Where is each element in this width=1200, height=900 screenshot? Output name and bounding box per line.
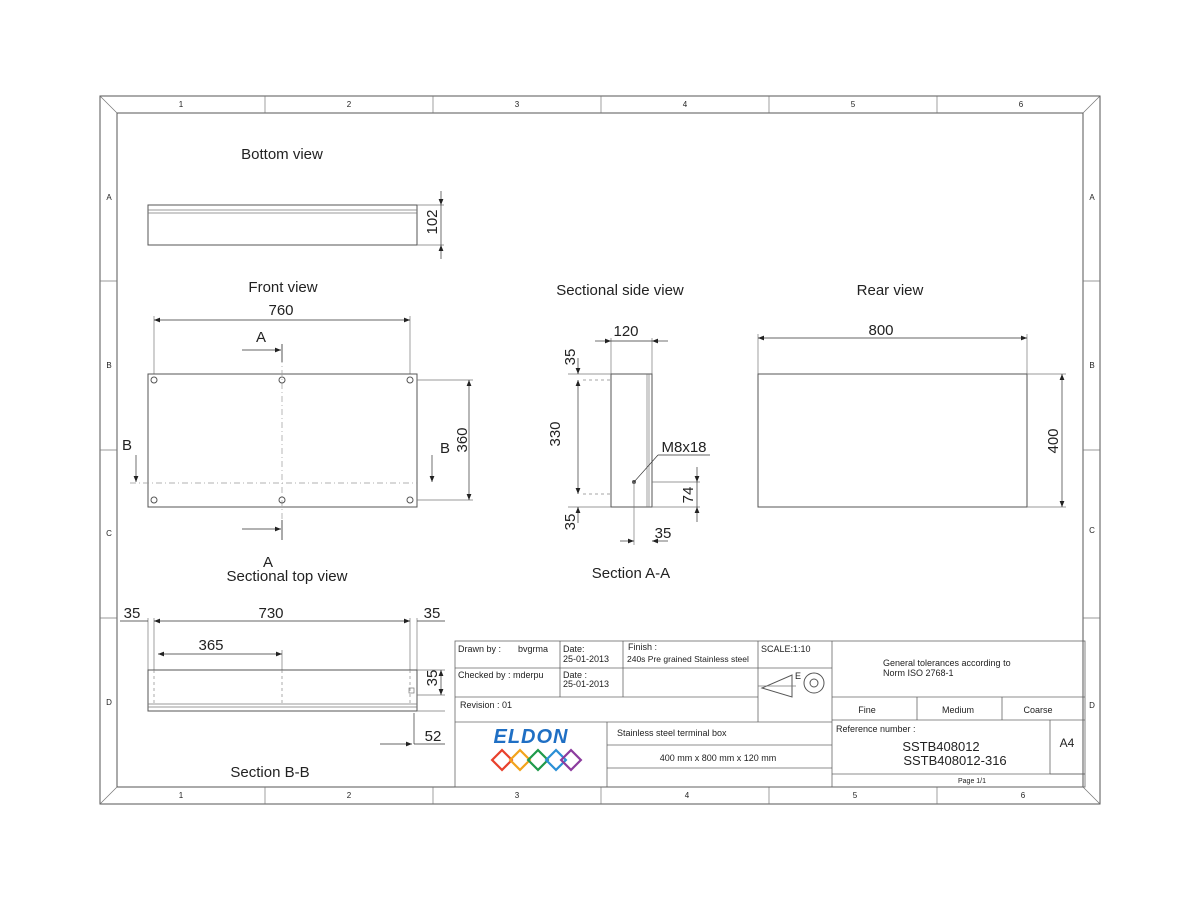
- top-view-title: Sectional top view: [227, 568, 348, 585]
- col-label-top-6: 6: [1019, 100, 1024, 109]
- bottom-view-title: Bottom view: [241, 146, 323, 163]
- tolerance-line-2: Norm ISO 2768-1: [883, 668, 954, 678]
- dim-rear-width: 800: [868, 322, 893, 339]
- logo-text: ELDON: [494, 726, 569, 748]
- col-label-bottom-2: 2: [347, 791, 352, 800]
- section-b-label-right: B: [440, 440, 450, 457]
- reference-number-1: SSTB408012: [902, 739, 979, 754]
- dim-side-hole-offset: 35: [655, 525, 672, 542]
- side-view-title: Sectional side view: [556, 282, 684, 299]
- col-label-top-1: 1: [179, 100, 184, 109]
- col-label-top-4: 4: [683, 100, 688, 109]
- page-number: Page 1/1: [958, 778, 986, 785]
- section-a-a-caption: Section A-A: [592, 565, 670, 582]
- drawn-by-value: bvgrma: [518, 644, 548, 654]
- date-value-2: 25-01-2013: [563, 679, 609, 689]
- mounting-hole: [278, 496, 286, 504]
- dim-side-middle: 330: [547, 421, 564, 446]
- row-label-left-d: D: [106, 698, 112, 707]
- row-label-left-b: B: [106, 361, 111, 370]
- mounting-hole: [278, 376, 286, 384]
- row-label-right-a: A: [1089, 193, 1095, 202]
- projection-symbol-icon: E: [758, 671, 825, 698]
- title-block: Drawn by : bvgrma Date: 25-01-2013 Check…: [454, 640, 1086, 788]
- date-value-1: 25-01-2013: [563, 654, 609, 664]
- dim-side-depth: 120: [613, 323, 638, 340]
- finish-value: 240s Pre grained Stainless steel: [627, 654, 749, 664]
- drawing-frame: [99, 95, 1101, 805]
- projection-mark: E: [795, 671, 801, 681]
- mounting-hole: [150, 496, 158, 504]
- row-label-right-d: D: [1089, 701, 1095, 710]
- row-label-right-b: B: [1089, 361, 1094, 370]
- revision: Revision : 01: [460, 700, 512, 710]
- date-label-2: Date :: [563, 670, 587, 680]
- sheet-size: A4: [1060, 736, 1075, 750]
- finish-label: Finish :: [628, 642, 657, 652]
- sectional-side-view: Sectional side view 120 M8x18 35 330 35: [547, 282, 710, 582]
- dim-top-height: 35: [424, 670, 441, 687]
- dim-top-left: 35: [124, 605, 141, 622]
- row-label-left-c: C: [106, 529, 112, 538]
- dim-rear-height: 400: [1045, 428, 1062, 453]
- col-label-bottom-3: 3: [515, 791, 520, 800]
- grid-labels: 1 2 3 4 5 6 1 2 3 4 5 6 A B C D A B C D: [106, 100, 1095, 800]
- section-a-label-bottom: A: [263, 554, 273, 571]
- dim-front-height: 360: [454, 427, 471, 452]
- dim-front-width: 760: [268, 302, 293, 319]
- front-view-title: Front view: [248, 279, 317, 296]
- rear-view-title: Rear view: [857, 282, 924, 299]
- bottom-view: Bottom view 102: [147, 146, 444, 259]
- tolerance-line-1: General tolerances according to: [883, 658, 1011, 668]
- col-label-bottom-5: 5: [853, 791, 858, 800]
- col-label-bottom-4: 4: [685, 791, 690, 800]
- eldon-logo: ELDON: [490, 726, 583, 772]
- sectional-top-view: Sectional top view 35 730 35 365 35 52 S…: [120, 568, 445, 781]
- mounting-hole: [406, 376, 414, 384]
- rear-view: Rear view 800 400: [757, 282, 1066, 508]
- scale: SCALE:1:10: [761, 644, 811, 654]
- dim-top-right: 35: [424, 605, 441, 622]
- reference-label: Reference number :: [836, 724, 916, 734]
- col-label-bottom-1: 1: [179, 791, 184, 800]
- mounting-hole: [150, 376, 158, 384]
- dim-top-depth: 52: [425, 728, 442, 745]
- checked-by: Checked by : mderpu: [458, 670, 544, 680]
- drawn-by-label: Drawn by :: [458, 644, 501, 654]
- product-dimensions: 400 mm x 800 mm x 120 mm: [660, 753, 777, 763]
- section-b-b-caption: Section B-B: [230, 764, 309, 781]
- product-description: Stainless steel terminal box: [617, 728, 727, 738]
- dim-top-half: 365: [198, 637, 223, 654]
- dim-side-top: 35: [562, 349, 579, 366]
- row-label-right-c: C: [1089, 526, 1095, 535]
- dim-top-total: 730: [258, 605, 283, 622]
- front-view: Front view 760 A A B B 360: [122, 279, 473, 571]
- tolerance-fine: Fine: [858, 705, 876, 715]
- tolerance-medium: Medium: [942, 705, 974, 715]
- section-b-label-left: B: [122, 437, 132, 454]
- dim-side-bottom: 35: [562, 514, 579, 531]
- dim-side-hole-height: 74: [680, 487, 697, 504]
- section-a-label-top: A: [256, 329, 266, 346]
- tolerance-coarse: Coarse: [1023, 705, 1052, 715]
- reference-number-2: SSTB408012-316: [903, 753, 1006, 768]
- dim-bottom-height: 102: [424, 209, 441, 234]
- col-label-top-5: 5: [851, 100, 856, 109]
- date-label-1: Date:: [563, 644, 585, 654]
- col-label-top-3: 3: [515, 100, 520, 109]
- row-label-left-a: A: [106, 193, 112, 202]
- col-label-bottom-6: 6: [1021, 791, 1026, 800]
- mounting-hole: [406, 496, 414, 504]
- thread-label: M8x18: [661, 439, 706, 456]
- col-label-top-2: 2: [347, 100, 352, 109]
